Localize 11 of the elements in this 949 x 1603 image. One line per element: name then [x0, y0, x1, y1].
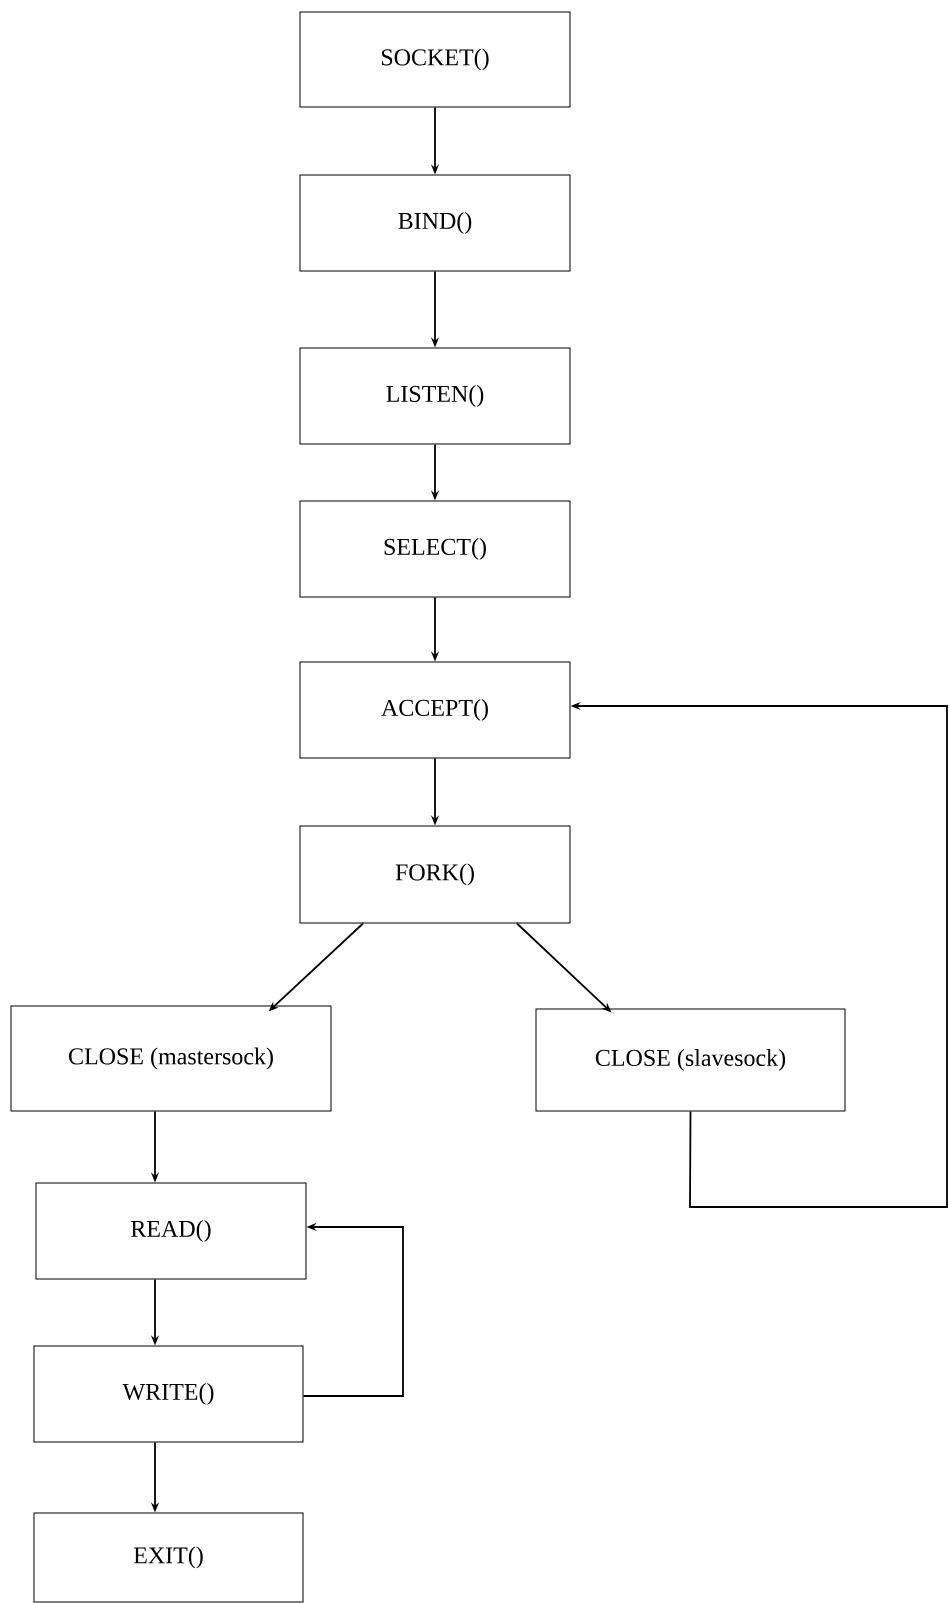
process-box: CLOSE (mastersock) [10, 1005, 332, 1112]
process-box: SOCKET() [299, 11, 571, 108]
process-box: EXIT() [33, 1512, 304, 1603]
process-box: WRITE() [33, 1345, 304, 1443]
process-box: FORK() [299, 825, 571, 924]
process-box: LISTEN() [299, 347, 571, 445]
process-box: CLOSE (slavesock) [535, 1008, 846, 1112]
process-box: BIND() [299, 174, 571, 272]
process-box: ACCEPT() [299, 661, 571, 759]
process-box: READ() [35, 1182, 307, 1280]
process-box: SELECT() [299, 500, 571, 598]
